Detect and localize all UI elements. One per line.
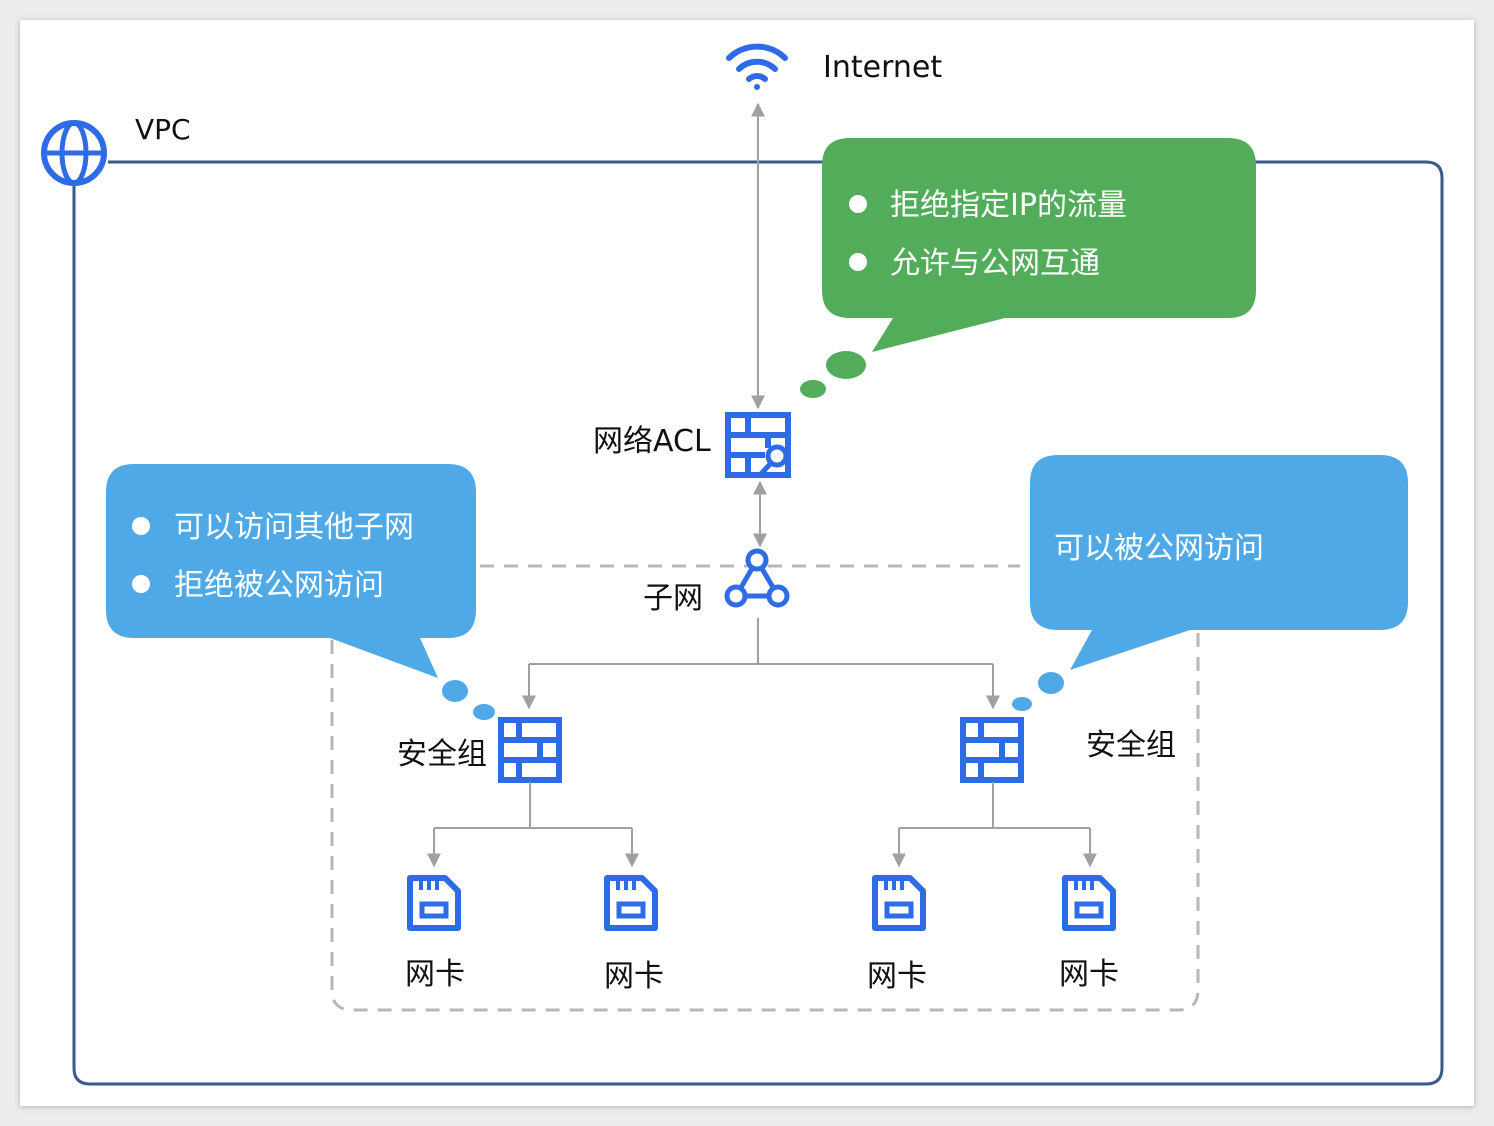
left-sg-callout: 可以访问其他子网 拒绝被公网访问 <box>106 464 495 720</box>
nic-icon <box>604 875 658 931</box>
right-sg-callout-text: 可以被公网访问 <box>1054 531 1264 566</box>
right-sg-callout: 可以被公网访问 <box>1012 455 1408 711</box>
internet-label: Internet <box>823 50 942 85</box>
acl-callout: 拒绝指定IP的流量 允许与公网互通 <box>800 138 1256 398</box>
left-sg-callout-item: 可以访问其他子网 <box>174 510 414 545</box>
nic-label: 网卡 <box>604 959 664 994</box>
globe-icon <box>41 120 107 186</box>
firewall-icon <box>960 717 1024 783</box>
security-group-label-left: 安全组 <box>397 737 487 772</box>
acl-callout-item: 允许与公网互通 <box>890 246 1100 281</box>
nic-label: 网卡 <box>867 959 927 994</box>
firewall-icon <box>498 717 562 783</box>
sg-nic-connectors <box>427 782 1097 868</box>
acl-label: 网络ACL <box>593 424 711 459</box>
nic-icon <box>1062 875 1116 931</box>
subnet-icon <box>724 548 790 608</box>
bullet-dot <box>132 575 150 593</box>
bullet-dot <box>132 517 150 535</box>
firewall-key-icon <box>725 412 791 478</box>
vpc-boundary <box>72 160 1444 1086</box>
bullet-dot <box>849 195 867 213</box>
security-group-label-right: 安全组 <box>1086 728 1176 763</box>
subnet-label: 子网 <box>643 581 703 616</box>
nic-label: 网卡 <box>405 957 465 992</box>
nic-label: 网卡 <box>1059 957 1119 992</box>
left-sg-callout-item: 拒绝被公网访问 <box>174 568 384 603</box>
nic-icon <box>872 875 926 931</box>
subnet-sg-connectors <box>522 618 1000 710</box>
subnet-boundary <box>330 632 1200 1012</box>
wifi-icon <box>726 43 788 90</box>
nic-icon <box>407 875 461 931</box>
bullet-dot <box>849 253 867 271</box>
acl-callout-item: 拒绝指定IP的流量 <box>890 188 1127 223</box>
vpc-label: VPC <box>135 113 191 146</box>
